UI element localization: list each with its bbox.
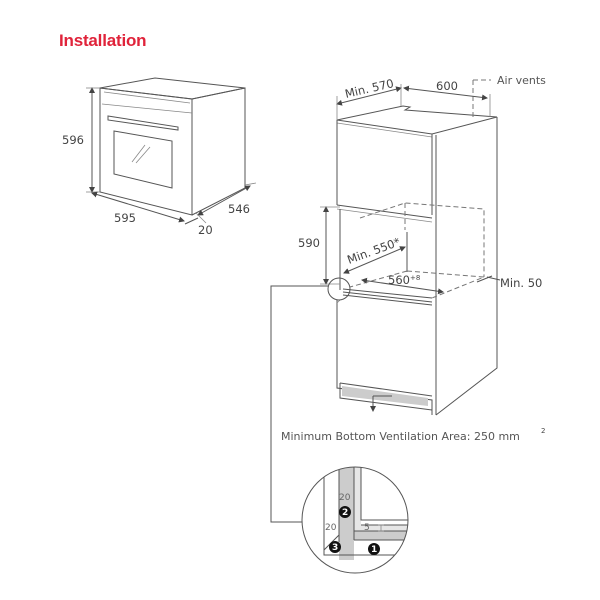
detail-marker-3: 3: [332, 543, 338, 553]
ventilation-note: Minimum Bottom Ventilation Area: 250 mm: [281, 430, 520, 443]
page-title: Installation: [59, 31, 147, 50]
detail-marker-2: 2: [342, 508, 348, 518]
cabinet-illustration: [270, 79, 501, 523]
oven-door-label: 20: [198, 223, 213, 237]
ventilation-superscript: 2: [541, 427, 545, 435]
detail-dim-side: 20: [325, 523, 337, 533]
detail-dim-gap: 5: [364, 523, 370, 533]
niche-width-tolerance: +8: [410, 274, 420, 282]
oven-height-label: 596: [62, 133, 84, 147]
detail-view: [301, 466, 409, 574]
niche-height-label: 590: [298, 236, 320, 250]
min-back-gap-label: Min. 50: [500, 276, 542, 290]
detail-marker-1: 1: [371, 545, 377, 555]
air-vents-label: Air vents: [497, 74, 546, 87]
oven-depth-label: 546: [228, 202, 250, 216]
detail-dim-top: 20: [339, 493, 351, 503]
niche-width-label: 560: [388, 273, 410, 287]
cabinet-width-label: 600: [436, 79, 458, 93]
oven-illustration: [86, 77, 257, 225]
cabinet-min-depth-label: Min. 570: [344, 76, 396, 101]
oven-width-label: 595: [114, 211, 136, 225]
niche-min-depth-label: Min. 550*: [345, 235, 402, 267]
